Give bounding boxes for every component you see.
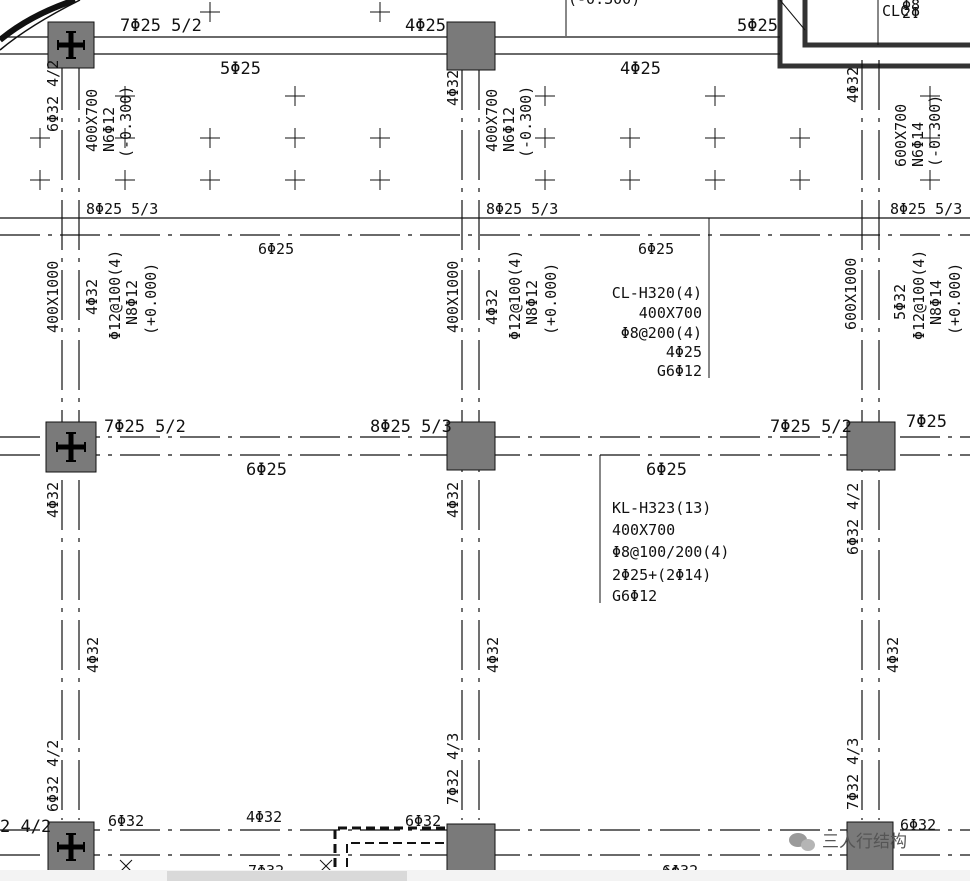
- secondary-beam-callout: CL-H320(4) 400X700 Φ8@200(4) 4Φ25 G6Φ12: [612, 284, 702, 380]
- label-third-mid-support: 8Φ25 5/3: [370, 417, 452, 437]
- column-b3: [446, 823, 496, 873]
- stub-a-line-3: (-0.300): [117, 86, 135, 158]
- label-top-right-beam: 5Φ25: [737, 16, 778, 36]
- label-second-left-support: 8Φ25 5/3: [86, 200, 158, 218]
- lower-a-top: 4Φ32: [44, 482, 62, 518]
- corner-text-3: 2Φ: [902, 4, 920, 22]
- wall-block: [777, 0, 970, 69]
- frame-beam-line-5: G6Φ12: [612, 587, 657, 605]
- label-top-mid-span: 4Φ25: [620, 59, 661, 79]
- beam-top: [0, 36, 780, 55]
- corner-text-2: Φ8: [902, 0, 920, 14]
- slab-crosses: [30, 2, 940, 190]
- label-third-right-support: 7Φ25 5/2: [770, 417, 852, 437]
- vbeam-c-detail-4: (+0.000): [946, 263, 964, 335]
- vbeam-a-detail-1: 4Φ32: [83, 279, 101, 315]
- column-b1: [446, 21, 496, 71]
- stub-b-line-2: N6Φ12: [500, 107, 518, 152]
- lower-c-top: 6Φ32 4/2: [844, 483, 862, 555]
- dashed-opening: [333, 826, 447, 881]
- frame-beam-line-2: 400X700: [612, 521, 675, 539]
- arc-edge-inner: [0, 0, 81, 51]
- stub-c-line-1: 600X700: [892, 104, 910, 167]
- column-cross-symbols: [56, 31, 86, 861]
- frame-beam-line-3: Φ8@100/200(4): [612, 543, 729, 561]
- frame-beam-line-4: 2Φ25+(2Φ14): [612, 566, 711, 584]
- label-top-left-span: 5Φ25: [220, 59, 261, 79]
- stub-a-line-1: 400X700: [83, 89, 101, 152]
- vbeam-c-detail-2: Φ12@100(4): [910, 250, 928, 340]
- sec-beam-line-1: CL-H320(4): [612, 284, 702, 302]
- label-third-left-span: 6Φ25: [246, 460, 287, 480]
- scrollbar-thumb[interactable]: [167, 871, 407, 881]
- vbeam-a-detail-3: N8Φ12: [123, 280, 141, 325]
- label-bottom-left-span: 4Φ32: [246, 808, 282, 826]
- label-top-left-beam: 7Φ25 5/2: [120, 16, 202, 36]
- label-second-left-span: 6Φ25: [258, 240, 294, 258]
- label-bottom-mid-support: 6Φ32: [405, 812, 441, 830]
- vbeam-c-detail-1: 5Φ32: [891, 284, 909, 320]
- sec-beam-line-2: 400X700: [639, 304, 702, 322]
- vbeam-b-detail-2: Φ12@100(4): [506, 250, 524, 340]
- vbeam-c-detail-3: N8Φ14: [927, 280, 945, 325]
- scrollbar-track: [0, 870, 970, 881]
- sec-beam-line-4: 4Φ25: [666, 343, 702, 361]
- lower-b-bottom: 7Φ32 4/3: [444, 733, 462, 805]
- sec-beam-line-5: G6Φ12: [657, 362, 702, 380]
- column-c2: [846, 421, 896, 471]
- corner-text-1: CLC: [882, 2, 909, 20]
- vbeam-b-size: 400X1000: [444, 261, 462, 333]
- label-third-mid-span: 6Φ25: [646, 460, 687, 480]
- wall-block-inner: [802, 0, 970, 48]
- stub-c-line-3: (-0.300): [926, 95, 944, 167]
- label-third-left-support: 7Φ25 5/2: [104, 417, 186, 437]
- vbeam-a-detail-2: Φ12@100(4): [106, 250, 124, 340]
- label-col-c-upper: 4Φ32: [844, 67, 862, 103]
- sec-beam-line-3: Φ8@200(4): [621, 324, 702, 342]
- label-bottom-right-support: 6Φ32: [900, 816, 936, 834]
- stub-a-line-2: N6Φ12: [100, 107, 118, 152]
- stub-b-line-3: (-0.300): [517, 86, 535, 158]
- lower-b-top: 4Φ32: [444, 482, 462, 518]
- vbeam-b-detail-1: 4Φ32: [483, 289, 501, 325]
- columns: [45, 21, 896, 873]
- stub-c-line-2: N6Φ14: [909, 122, 927, 167]
- vbeam-b-detail-3: N8Φ12: [523, 280, 541, 325]
- lower-a-mid: 4Φ32: [84, 637, 102, 673]
- column-c3: [846, 821, 894, 873]
- lower-c-bottom: 7Φ32 4/3: [844, 738, 862, 810]
- lower-b-mid: 4Φ32: [484, 637, 502, 673]
- label-second-mid-span: 6Φ25: [638, 240, 674, 258]
- lower-a-bottom: 6Φ32 4/2: [44, 740, 62, 812]
- cut-note: (-0.300): [568, 0, 640, 8]
- arc-edge: [0, 0, 76, 43]
- column-b2: [446, 421, 496, 471]
- label-col-b-upper: 4Φ32: [444, 70, 462, 106]
- label-second-right-support: 8Φ25 5/3: [890, 200, 962, 218]
- watermark: 三人行结构: [789, 832, 907, 852]
- label-second-mid-support: 8Φ25 5/3: [486, 200, 558, 218]
- label-top-mid-beam: 4Φ25: [405, 16, 446, 36]
- vbeam-a-detail-4: (+0.000): [142, 263, 160, 335]
- lower-c-mid: 4Φ32: [884, 637, 902, 673]
- label-col-a-upper: 6Φ32 4/2: [44, 60, 62, 132]
- wechat-icon: [789, 833, 815, 851]
- vbeam-b-detail-4: (+0.000): [542, 263, 560, 335]
- frame-beam-callout: KL-H323(13) 400X700 Φ8@100/200(4) 2Φ25+(…: [612, 499, 729, 605]
- dashed-opening-inner: [346, 842, 447, 881]
- column-a1: [47, 21, 95, 69]
- vbeam-a-size: 400X1000: [44, 261, 62, 333]
- label-bottom-left-support: 6Φ32: [108, 812, 144, 830]
- stub-b-line-1: 400X700: [483, 89, 501, 152]
- label-third-far-right: 7Φ25: [906, 412, 947, 432]
- label-bottom-far-left: 2 4/2: [0, 817, 51, 837]
- watermark-text: 三人行结构: [822, 832, 907, 852]
- frame-beam-line-1: KL-H323(13): [612, 499, 711, 517]
- vbeam-c-size: 600X1000: [842, 258, 860, 330]
